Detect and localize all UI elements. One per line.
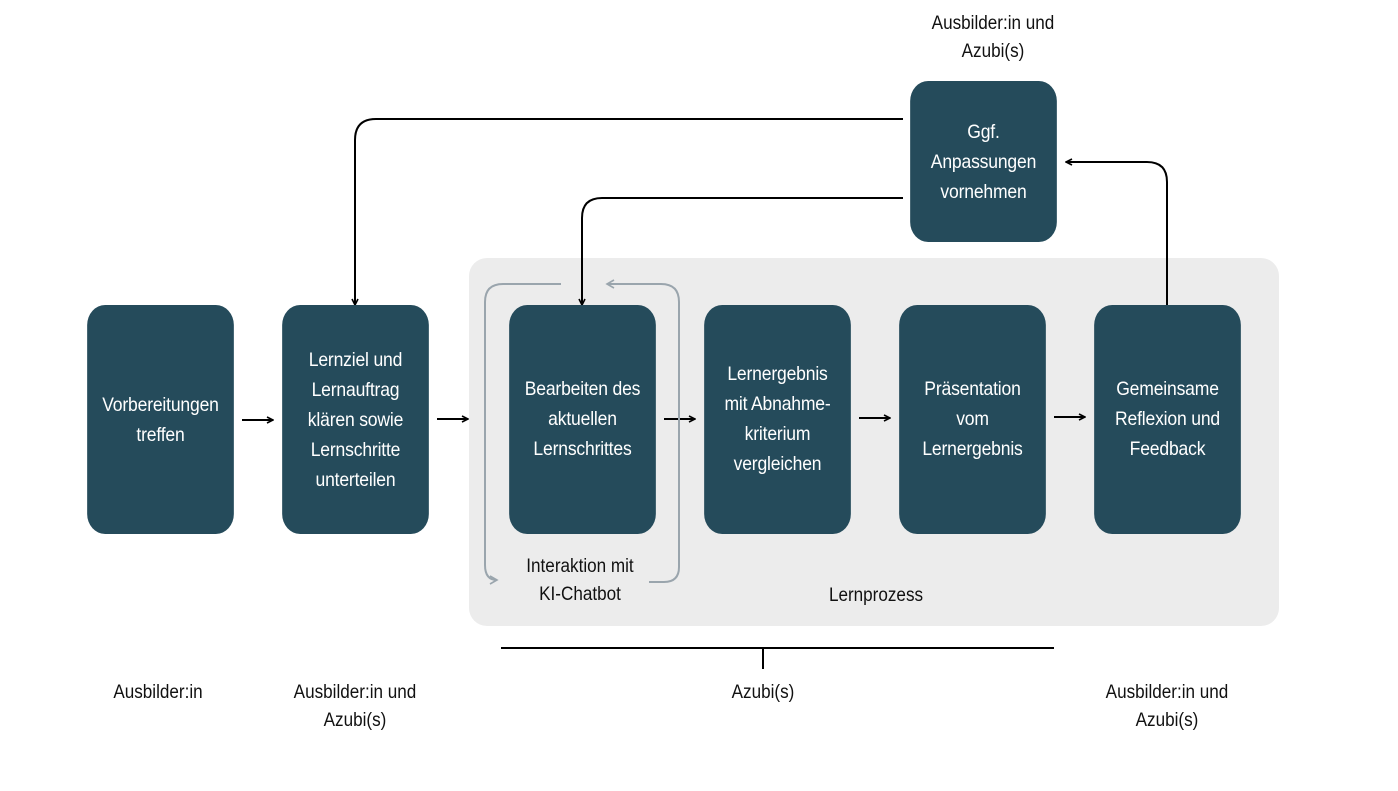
chatbot-loop-right	[605, 279, 680, 583]
role-label-lernziel: Ausbilder:in und Azubi(s)	[293, 682, 417, 731]
box-vorbereitungen-text: Vorbereitungen treffen	[102, 393, 219, 446]
role-label-top: Ausbilder:in und Azubi(s)	[931, 13, 1055, 62]
box-bearbeiten-text: Bearbeiten des aktuellen Lernschrittes	[524, 378, 641, 460]
arrow-reflexion-to-anpassungen	[1066, 162, 1168, 305]
arrow-anpassungen-to-lernziel	[355, 118, 903, 305]
box-praesentation-text: Präsentation vom Lernergebnis	[922, 378, 1023, 460]
box-lernziel-text: Lernziel und Lernauftrag klären sowie Le…	[307, 348, 404, 491]
role-label-reflexion: Ausbilder:in und Azubi(s)	[1105, 682, 1229, 731]
box-lernergebnis: Lernergebnis mit Abnahme- kriterium verg…	[704, 305, 851, 534]
box-reflexion: Gemeinsame Reflexion und Feedback	[1094, 305, 1241, 534]
lernprozess-label: Lernprozess	[828, 585, 924, 606]
box-anpassungen: Ggf. Anpassungen vornehmen	[910, 81, 1057, 242]
box-bearbeiten: Bearbeiten des aktuellen Lernschrittes	[509, 305, 656, 534]
chatbot-loop-left	[484, 283, 561, 585]
arrow-anpassungen-to-bearbeiten	[582, 197, 903, 305]
box-praesentation: Präsentation vom Lernergebnis	[899, 305, 1046, 534]
chatbot-label: Interaktion mit KI-Chatbot	[526, 556, 634, 605]
role-label-vorbereitungen: Ausbilder:in	[113, 682, 203, 703]
box-lernziel: Lernziel und Lernauftrag klären sowie Le…	[282, 305, 429, 534]
box-lernergebnis-text: Lernergebnis mit Abnahme- kriterium verg…	[724, 363, 831, 475]
box-vorbereitungen: Vorbereitungen treffen	[87, 305, 234, 534]
box-reflexion-text: Gemeinsame Reflexion und Feedback	[1115, 378, 1220, 460]
role-label-lernprozess: Azubi(s)	[731, 682, 795, 703]
box-anpassungen-text: Ggf. Anpassungen vornehmen	[930, 120, 1037, 203]
